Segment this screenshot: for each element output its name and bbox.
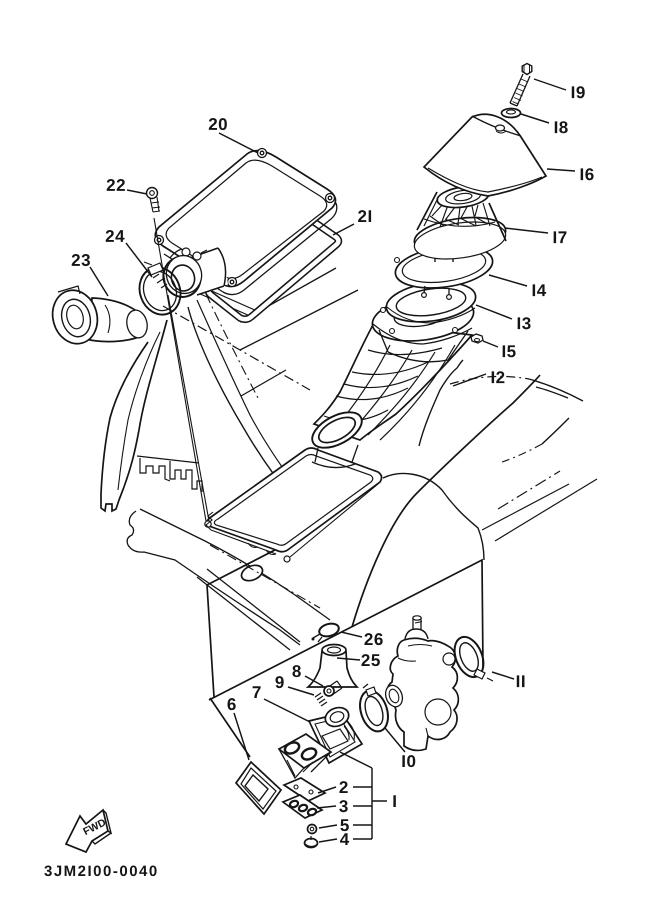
svg-text:I6: I6 <box>580 165 595 184</box>
svg-text:4: 4 <box>340 830 350 849</box>
svg-text:I9: I9 <box>571 83 586 102</box>
svg-text:I2: I2 <box>490 368 505 387</box>
svg-text:5: 5 <box>340 816 350 835</box>
svg-text:3JM2I00-0040: 3JM2I00-0040 <box>44 863 159 880</box>
svg-text:I3: I3 <box>516 314 531 333</box>
svg-text:2: 2 <box>339 778 349 797</box>
svg-text:23: 23 <box>71 251 91 270</box>
svg-text:I8: I8 <box>554 118 569 137</box>
svg-text:22: 22 <box>106 176 126 195</box>
svg-text:20: 20 <box>208 115 228 134</box>
svg-text:8: 8 <box>292 662 302 681</box>
svg-text:9: 9 <box>275 673 285 692</box>
svg-text:2I: 2I <box>358 207 373 226</box>
svg-text:6: 6 <box>227 695 237 714</box>
svg-text:26: 26 <box>364 630 384 649</box>
svg-text:II: II <box>516 672 526 691</box>
svg-text:I7: I7 <box>553 228 568 247</box>
svg-text:I0: I0 <box>401 752 416 771</box>
svg-text:I: I <box>392 792 397 811</box>
svg-text:I5: I5 <box>501 342 516 361</box>
svg-text:3: 3 <box>339 797 349 816</box>
svg-text:25: 25 <box>361 651 381 670</box>
svg-text:24: 24 <box>105 227 125 246</box>
svg-text:I4: I4 <box>531 281 546 300</box>
svg-text:7: 7 <box>252 683 262 702</box>
